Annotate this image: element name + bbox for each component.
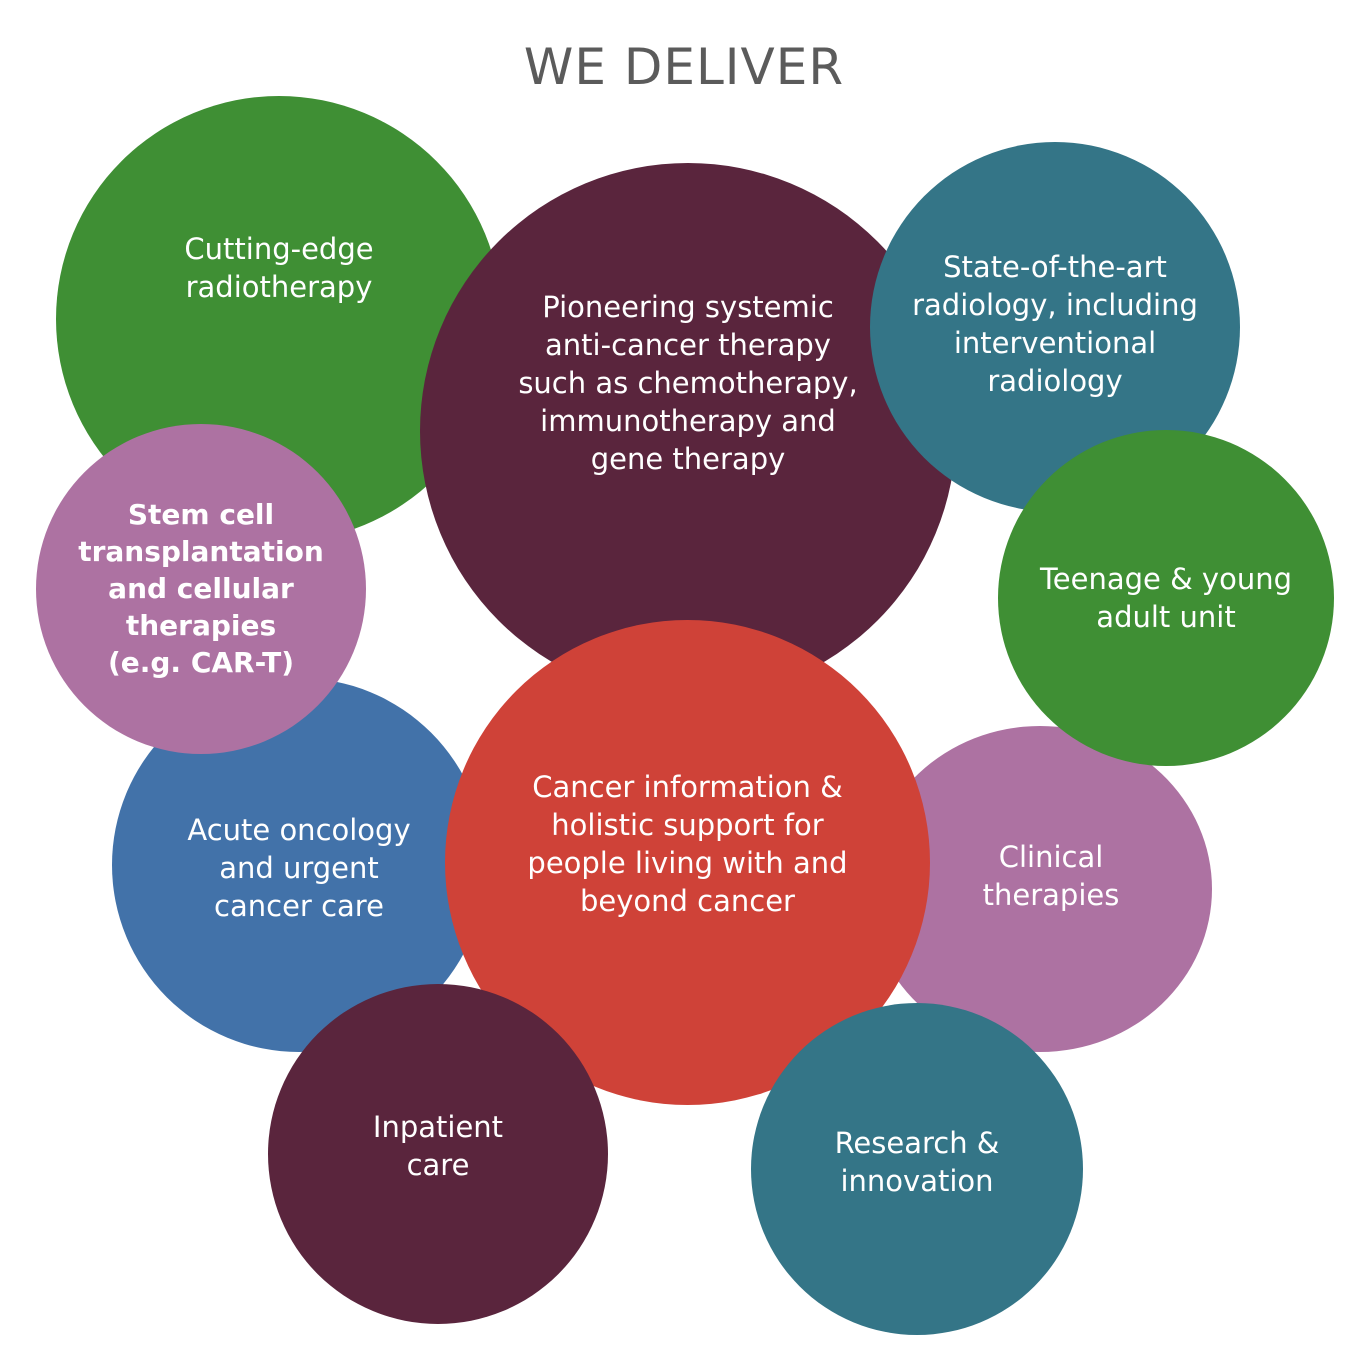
circle-label-systemic-therapy: Pioneering systemic anti-cancer therapy … [518, 290, 858, 476]
circle-research-innovation: Research & innovation [751, 1003, 1083, 1335]
circle-systemic-therapy: Pioneering systemic anti-cancer therapy … [420, 163, 956, 699]
circle-teenage-young-adult: Teenage & young adult unit [998, 430, 1334, 766]
circle-label-radiology: State-of-the-art radiology, including in… [912, 250, 1198, 398]
circle-label-clinical-therapies: Clinical therapies [982, 840, 1120, 912]
diagram-title: WE DELIVER [523, 38, 845, 96]
circle-stem-cell: Stem cell transplantation and cellular t… [36, 424, 366, 754]
circle-label-cancer-information: Cancer information & holistic support fo… [527, 769, 848, 918]
circle-label-stem-cell: Stem cell transplantation and cellular t… [78, 497, 324, 679]
circle-label-inpatient-care: Inpatient care [372, 1110, 504, 1182]
circle-label-research-innovation: Research & innovation [834, 1126, 1000, 1198]
circle-label-teenage-young-adult: Teenage & young adult unit [1040, 562, 1292, 634]
circle-label-acute-oncology: Acute oncology and urgent cancer care [187, 813, 411, 923]
circle-inpatient-care: Inpatient care [268, 984, 608, 1324]
circle-label-radiotherapy: Cutting-edge radiotherapy [184, 232, 374, 304]
